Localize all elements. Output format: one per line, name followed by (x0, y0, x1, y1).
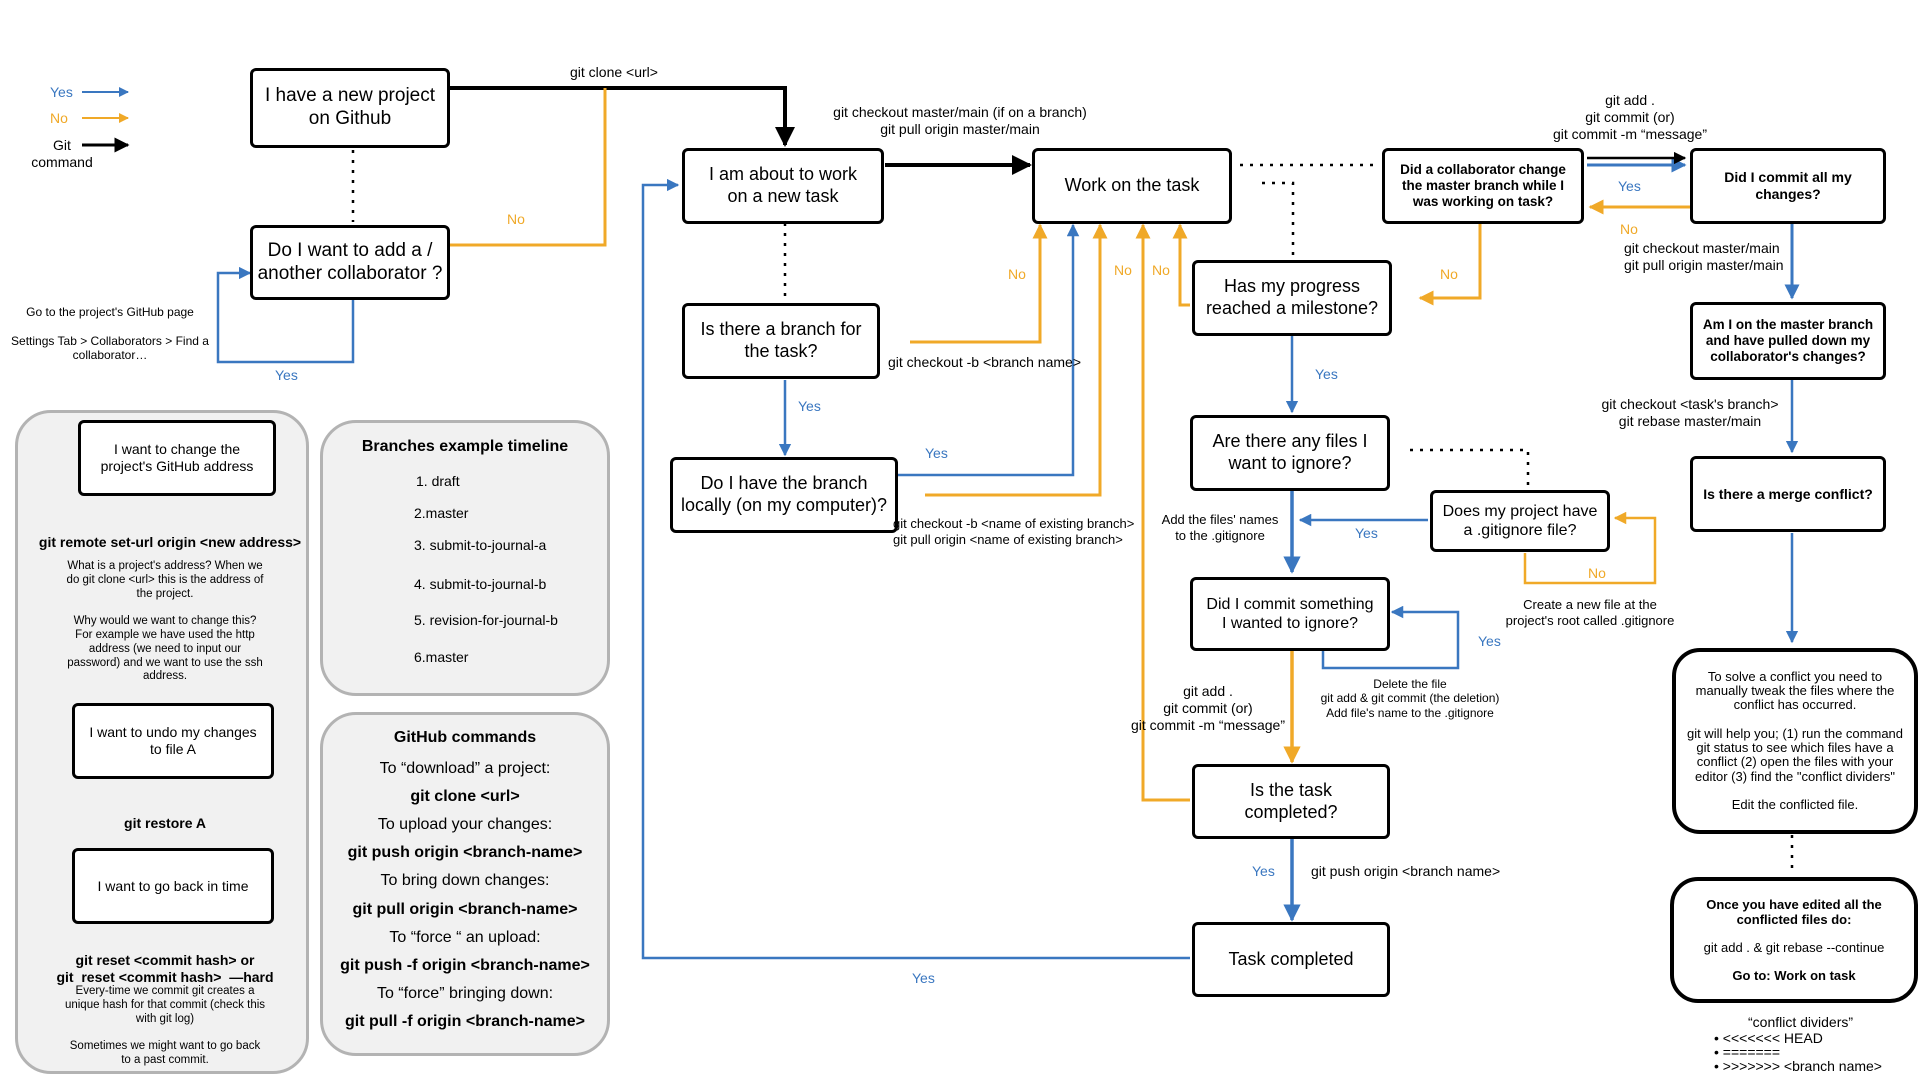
work-on-task-node: Work on the task (1032, 148, 1232, 224)
change-address-node: I want to change the project's GitHub ad… (78, 420, 276, 496)
command-push: git push origin <branch-name> (347, 844, 583, 861)
branch-for-task-node: Is there a branch for the task? (682, 303, 880, 379)
label-checkout-existing: git checkout -b <name of existing branch… (893, 516, 1135, 547)
undo-changes-node: I want to undo my changes to file A (72, 703, 274, 779)
label-no-task: No (1114, 262, 1132, 278)
collaborator-change-node: Did a collaborator change the master bra… (1382, 148, 1584, 224)
label-git-clone: git clone <url> (570, 64, 658, 80)
command-desc-bring-down: To bring down changes: (380, 872, 550, 889)
legend-git-label: Git command (31, 137, 93, 170)
command-desc-force-down: To “force” bringing down: (376, 985, 554, 1002)
files-to-ignore-node: Are there any files I want to ignore? (1190, 415, 1390, 491)
command-force-pull: git pull -f origin <branch-name> (344, 1013, 585, 1030)
label-yes-gitignore: Yes (1355, 525, 1378, 541)
label-yes-collab: Yes (275, 367, 298, 383)
task-completed-node: Task completed (1192, 922, 1390, 997)
legend-no-label: No (50, 110, 68, 126)
on-master-branch-node: Am I on the master branch and have pulle… (1690, 302, 1886, 380)
label-delete-file: Delete the file git add & git commit (th… (1320, 677, 1500, 720)
command-pull: git pull origin <branch-name> (352, 901, 578, 918)
command-desc-upload: To upload your changes: (377, 816, 553, 833)
conflict-divider-branch: • >>>>>>> <branch name> (1714, 1058, 1882, 1074)
go-back-in-time-command: git reset <commit hash> or git reset <co… (56, 952, 274, 985)
go-back-in-time-node: I want to go back in time (72, 848, 274, 924)
label-checkout-master: git checkout master/main (if on a branch… (833, 104, 1087, 137)
resolve-conflict-node: To solve a conflict you need to manually… (1672, 648, 1918, 834)
label-checkout-new-branch: git checkout -b <branch name> (888, 354, 1082, 370)
new-project-node: I have a new project on Github (250, 68, 450, 148)
change-address-description: What is a project's address? When we do … (66, 560, 264, 683)
command-desc-force-upload: To “force “ an upload: (389, 929, 541, 946)
commands-title: GitHub commands (393, 729, 537, 746)
branches-title: Branches example timeline (361, 438, 569, 455)
add-collaborator-node: Do I want to add a / another collaborato… (250, 225, 450, 300)
label-checkout-pull-master: git checkout master/main git pull origin… (1624, 240, 1784, 273)
label-yes-local: Yes (925, 445, 948, 461)
merge-conflict-node: Is there a merge conflict? (1690, 456, 1886, 532)
legend-yes-label: Yes (50, 84, 73, 100)
has-gitignore-node: Does my project have a .gitignore file? (1430, 490, 1610, 552)
label-git-add-commit-top: git add . git commit (or) git commit -m … (1552, 92, 1708, 142)
label-add-names: Add the files' names to the .gitignore (1161, 512, 1279, 543)
label-rebase: git checkout <task's branch> git rebase … (1601, 396, 1779, 429)
progress-milestone-node: Has my progress reached a milestone? (1192, 260, 1392, 336)
branches-panel (320, 420, 610, 696)
label-yes-back: Yes (912, 970, 935, 986)
command-force-push: git push -f origin <branch-name> (340, 957, 590, 974)
conflict-dividers-title: “conflict dividers” (1748, 1014, 1854, 1030)
go-back-in-time-description: Every-time we commit git creates a uniqu… (64, 985, 266, 1066)
label-no-collab: No (507, 211, 525, 227)
committed-ignored-node: Did I commit something I wanted to ignor… (1190, 577, 1390, 651)
about-to-work-node: I am about to work on a new task (682, 148, 884, 224)
label-yes-milestone: Yes (1315, 366, 1338, 382)
github-commands-panel (320, 712, 610, 1056)
continue-rebase-command: git add . & git rebase --continue (1703, 940, 1885, 955)
label-push: git push origin <branch name> (1311, 863, 1501, 879)
undo-changes-command: git restore A (124, 815, 206, 831)
branch-item-1: 1. draft (416, 473, 460, 489)
label-yes-collab-change: Yes (1618, 178, 1641, 194)
branch-item-2: 2.master (414, 505, 469, 521)
have-branch-locally-node: Do I have the branch locally (on my comp… (670, 457, 898, 533)
continue-rebase-intro: Once you have edited all the conflicted … (1706, 896, 1882, 928)
conflict-divider-separator: • ======= (1714, 1044, 1781, 1060)
branch-item-5: 5. revision-for-journal-b (414, 612, 558, 628)
label-no-collab-change: No (1440, 266, 1458, 282)
label-create-gitignore: Create a new file at the project's root … (1505, 597, 1675, 628)
label-git-add-commit-mid: git add . git commit (or) git commit -m … (1130, 683, 1286, 733)
continue-rebase-node: Once you have edited all the conflicted … (1670, 877, 1918, 1003)
continue-rebase-goto: Go to: Work on task (1732, 967, 1856, 983)
conflict-divider-head: • <<<<<<< HEAD (1714, 1030, 1823, 1046)
command-clone: git clone <url> (410, 788, 520, 805)
label-yes-branch: Yes (798, 398, 821, 414)
change-address-command: git remote set-url origin <new address> (38, 534, 302, 550)
branch-item-6: 6.master (414, 649, 469, 665)
task-completed-question-node: Is the task completed? (1192, 764, 1390, 839)
branch-item-3: 3. submit-to-journal-a (414, 537, 547, 553)
label-no-branch: No (1008, 266, 1026, 282)
label-no-gitignore: No (1588, 565, 1606, 581)
label-no-commit-all: No (1620, 221, 1638, 237)
label-yes-committed: Yes (1478, 633, 1501, 649)
command-desc-download: To “download” a project: (379, 760, 551, 777)
label-no-milestone: No (1152, 262, 1170, 278)
label-yes-completed: Yes (1252, 863, 1275, 879)
branch-item-4: 4. submit-to-journal-b (414, 576, 547, 592)
label-collab-howto: Go to the project's GitHub page Settings… (11, 305, 209, 363)
commit-all-changes-node: Did I commit all my changes? (1690, 148, 1886, 224)
